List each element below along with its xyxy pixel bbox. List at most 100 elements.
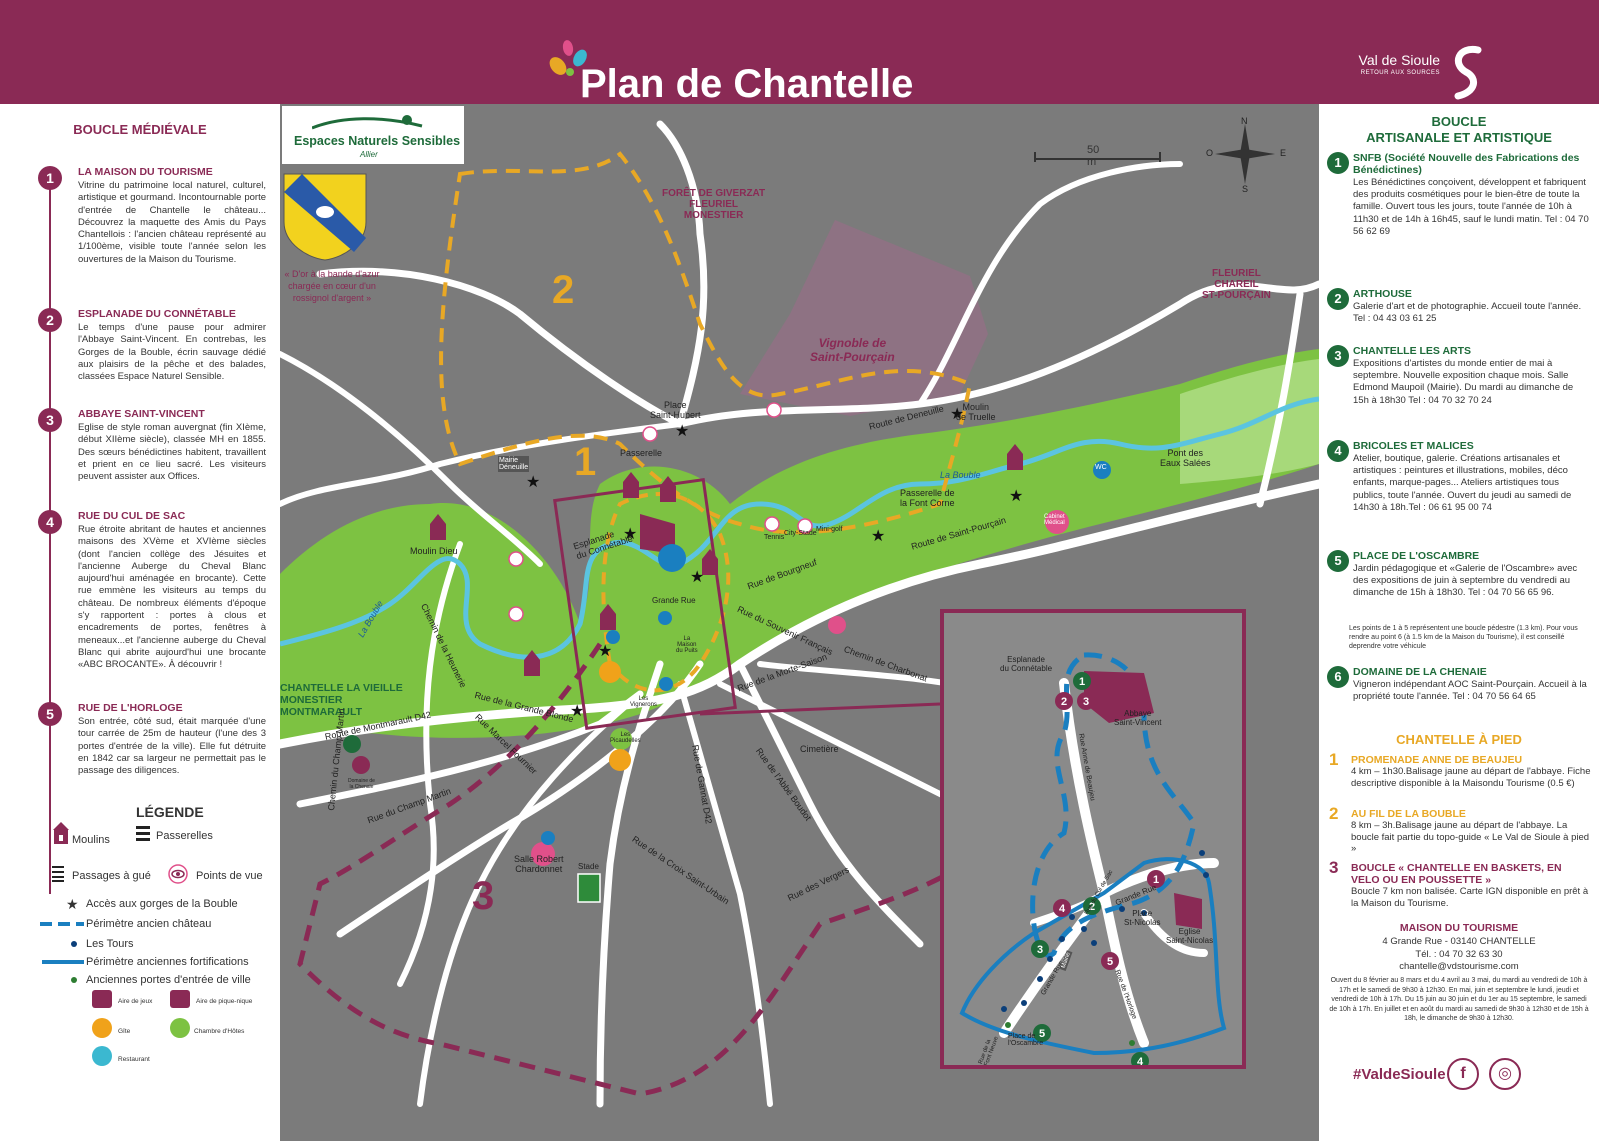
map-canvas: ★★★ ★★★ ★★★ <box>280 120 1319 1108</box>
svg-text:4: 4 <box>1137 1056 1144 1068</box>
walk-loop-3 <box>297 642 982 1097</box>
droplets-logo-icon <box>549 40 587 76</box>
walk-description: 4 km – 1h30.Balisage jaune au départ de … <box>1351 766 1591 789</box>
walk-2: 2 AU FIL DE LA BOUBLE 8 km – 3h.Balisage… <box>1329 804 1591 855</box>
legend-perimetre-chateau: Périmètre ancien château <box>86 918 212 930</box>
svg-text:2: 2 <box>1089 901 1095 913</box>
coat-of-arms-motto: « D'or à la bande d'azur chargée en cœur… <box>284 269 380 303</box>
inset-label-abbaye: Abbaye Saint-Vincent <box>1114 709 1162 727</box>
step-name: LA MAISON DU TOURISME <box>78 166 213 178</box>
office-title: MAISON DU TOURISME <box>1399 922 1519 934</box>
inset-eglise-building <box>1174 893 1202 929</box>
artisan-step-1: 1 SNFB (Société Nouvelle des Fabrication… <box>1327 152 1589 238</box>
artisan-title-line-2: ARTISANALE ET ARTISTIQUE <box>1366 130 1552 145</box>
ens-title: Espaces Naturels Sensibles <box>294 134 461 148</box>
fortification-line-icon <box>42 960 84 964</box>
legend-perimetre-fortif: Périmètre anciennes fortifications <box>86 956 249 968</box>
footbridge-icon <box>136 826 150 841</box>
step-name: RUE DU CUL DE SAC <box>78 510 186 522</box>
legend-title: LÉGENDE <box>136 804 204 820</box>
walk-number: 2 <box>1329 804 1339 823</box>
compass-s: S <box>1242 184 1249 194</box>
label-mini-golf: Mini-golf <box>816 526 843 533</box>
svg-text:5: 5 <box>1107 956 1113 968</box>
step-name: DOMAINE DE LA CHENAIE <box>1353 666 1487 678</box>
facebook-icon[interactable]: f <box>1447 1058 1479 1090</box>
office-hours: Ouvert du 8 février au 8 mars et du 4 av… <box>1329 977 1589 1023</box>
office-email[interactable]: chantelle@vdstourisme.com <box>1399 961 1519 972</box>
svg-text:3: 3 <box>1037 944 1043 956</box>
step-name: ESPLANADE DU CONNÉTABLE <box>78 308 236 320</box>
svg-text:★: ★ <box>570 703 584 720</box>
castle-perimeter-line-icon <box>40 922 84 926</box>
svg-text:★: ★ <box>690 569 704 586</box>
office-address: 4 Grande Rue - 03140 CHANTELLE <box>1382 936 1536 947</box>
inset-castle-perimeter <box>1030 652 1197 958</box>
picnic-icon <box>170 990 190 1008</box>
map-parking-icons <box>541 611 673 845</box>
walk-number: 1 <box>1329 750 1339 769</box>
step-name: CHANTELLE LES ARTS <box>1353 345 1472 357</box>
step-description: Vigneron indépendant AOC Saint-Pourçain.… <box>1353 679 1587 703</box>
artisan-loop-title: BOUCLE ARTISANALE ET ARTISTIQUE <box>1319 114 1599 146</box>
legend-chambre: Chambre d'Hôtes <box>194 1028 245 1035</box>
walk-loop-2 <box>439 151 973 535</box>
inset-label-esplanade: Esplanade du Connétable <box>1000 655 1053 673</box>
legend-moulins: Moulins <box>72 834 110 846</box>
gite-icon <box>92 1018 112 1038</box>
legend-acces: Accès aux gorges de la Bouble <box>86 898 238 910</box>
label-pont-eaux: Pont des Eaux Salées <box>1160 448 1211 468</box>
label-vignoble: Vignoble de Saint-Pourçain <box>810 336 895 364</box>
viewpoint-icon <box>168 864 188 884</box>
medieval-step-5: 5 RUE DE L'HORLOGE Son entrée, côté sud,… <box>38 702 266 777</box>
compass-n: N <box>1241 116 1248 126</box>
meadow-corridor <box>280 349 1319 744</box>
step-name: SNFB (Société Nouvelle des Fabrications … <box>1353 152 1580 176</box>
loop-note: Les points de 1 à 5 représentent une bou… <box>1349 625 1578 650</box>
right-panel-artisan-loop: BOUCLE ARTISANALE ET ARTISTIQUE 1 SNFB (… <box>1319 104 1599 1141</box>
label-stade: Stade <box>578 862 599 871</box>
step-number: 2 <box>1327 288 1349 310</box>
label-grande-rue: Grande Rue <box>652 596 696 605</box>
step-description: Son entrée, côté sud, était marquée d'un… <box>78 716 266 777</box>
inset-label-eglise: Eglise Saint-Nicolas <box>1166 927 1214 945</box>
step-name: BRICOLES ET MALICES <box>1353 440 1474 452</box>
mill-icon <box>53 822 69 844</box>
inset-label-place-st-nicolas: Place St-Nicolas <box>1124 909 1161 927</box>
step-name: ARTHOUSE <box>1353 288 1412 300</box>
label-domaine-chenaie: Domaine de la Chenaie <box>348 778 375 790</box>
svg-text:★: ★ <box>675 423 689 440</box>
compass-e: E <box>1280 148 1287 158</box>
walk-description: 8 km – 3h.Balisage jaune au départ de l'… <box>1351 820 1590 854</box>
ens-logo-box: Espaces Naturels Sensibles Allier <box>282 106 464 164</box>
town-center-inset: 1 2 3 2 4 1 3 5 5 4 Esplanade du Connéta… <box>940 609 1246 1069</box>
svg-text:5: 5 <box>1039 1028 1045 1040</box>
svg-text:4: 4 <box>1059 903 1066 915</box>
legend-vue: Points de vue <box>196 870 263 882</box>
svg-text:★: ★ <box>1009 488 1023 505</box>
step-description: Galerie d'art et de photographie. Accuei… <box>1353 301 1582 325</box>
loop-number-2: 2 <box>552 268 575 312</box>
step-number: 5 <box>38 702 62 726</box>
star-icon: ★ <box>66 896 79 912</box>
hashtag: #ValdeSioule <box>1353 1066 1446 1083</box>
walk-name: PROMENADE ANNE DE BEAUJEU <box>1351 754 1523 766</box>
step-description: Expositions d'artistes du monde entier d… <box>1353 358 1574 406</box>
label-cimetiere: Cimetière <box>800 744 839 754</box>
label-wc: WC <box>1095 464 1107 471</box>
walk-loop-1 <box>601 492 731 693</box>
label-cabinet: Cabinet Médical <box>1044 514 1065 526</box>
instagram-icon[interactable]: ◎ <box>1489 1058 1521 1090</box>
svg-text:3: 3 <box>1083 696 1089 708</box>
step-number: 2 <box>38 308 62 332</box>
artisan-step-5: 5 PLACE DE L'OSCAMBRE Jardin pédagogique… <box>1327 550 1589 600</box>
timeline-line <box>49 174 51 894</box>
map-service-dots <box>531 461 1111 866</box>
svg-text:2: 2 <box>1061 696 1067 708</box>
step-name: ABBAYE SAINT-VINCENT <box>78 408 205 420</box>
legend-aire-jeux: Aire de jeux <box>118 998 153 1005</box>
town-map: ★★★ ★★★ ★★★ Espaces Naturels Sensibles A… <box>280 104 1319 1141</box>
label-tennis: Tennis <box>764 534 785 541</box>
step-number: 4 <box>38 510 62 534</box>
step-name: RUE DE L'HORLOGE <box>78 702 183 714</box>
